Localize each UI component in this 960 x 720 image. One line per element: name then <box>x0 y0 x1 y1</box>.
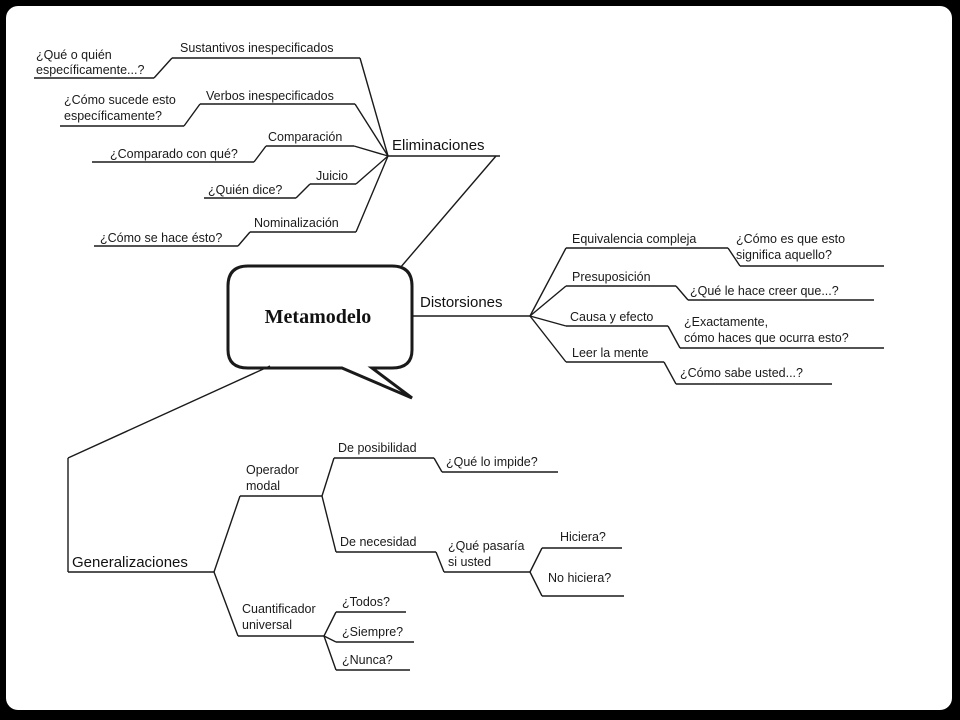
question-sustantivos-1: ¿Qué o quién <box>36 48 112 62</box>
question-verbos-2: específicamente? <box>64 109 162 123</box>
category-sustantivos: Sustantivos inespecificados <box>180 41 334 55</box>
question-comparacion: ¿Comparado con qué? <box>110 147 238 161</box>
question-verbos-1: ¿Cómo sucede esto <box>64 93 176 107</box>
question-leer-mente: ¿Cómo sabe usted...? <box>680 366 803 380</box>
eliminaciones-group: Eliminaciones Sustantivos inespecificado… <box>34 41 500 269</box>
category-juicio: Juicio <box>316 169 348 183</box>
question-presuposicion: ¿Qué le hace creer que...? <box>690 284 839 298</box>
necesidad-question-1: ¿Qué pasaría <box>448 539 524 553</box>
operador-modal-2: modal <box>246 479 280 493</box>
category-verbos: Verbos inespecificados <box>206 89 334 103</box>
center-bubble <box>226 264 414 400</box>
category-presuposicion: Presuposición <box>572 270 651 284</box>
necesidad-option-no-hiciera: No hiciera? <box>548 571 611 585</box>
generalizaciones-group: Generalizaciones Operador modal De posib… <box>67 365 624 671</box>
cuantificador-todos: ¿Todos? <box>342 595 390 609</box>
necesidad-question-2: si usted <box>448 555 491 569</box>
necesidad-label: De necesidad <box>340 535 416 549</box>
center-title: Metamodelo <box>265 306 372 328</box>
eliminaciones-label: Eliminaciones <box>392 137 485 154</box>
question-sustantivos-2: específicamente...? <box>36 63 144 77</box>
distorsiones-group: Distorsiones Equivalencia compleja ¿Cómo… <box>412 232 884 385</box>
category-comparacion: Comparación <box>268 130 342 144</box>
cuantificador-2: universal <box>242 618 292 632</box>
necesidad-option-hiciera: Hiciera? <box>560 530 606 544</box>
operador-modal-1: Operador <box>246 463 299 477</box>
question-causa-1: ¿Exactamente, <box>684 315 768 329</box>
question-equivalencia-2: significa aquello? <box>736 248 832 262</box>
generalizaciones-label: Generalizaciones <box>72 554 188 571</box>
question-causa-2: cómo haces que ocurra esto? <box>684 331 849 345</box>
metamodel-mind-map: Metamodelo Eliminaciones Sustantivos ine… <box>34 41 884 671</box>
distorsiones-label: Distorsiones <box>420 294 503 311</box>
slide: Metamodelo Eliminaciones Sustantivos ine… <box>6 6 952 710</box>
question-equivalencia-1: ¿Cómo es que esto <box>736 232 845 246</box>
question-nominalizacion: ¿Cómo se hace ésto? <box>100 231 222 245</box>
category-causa: Causa y efecto <box>570 310 653 324</box>
category-equivalencia: Equivalencia compleja <box>572 232 696 246</box>
cuantificador-nunca: ¿Nunca? <box>342 653 393 667</box>
posibilidad-label: De posibilidad <box>338 441 417 455</box>
cuantificador-siempre: ¿Siempre? <box>342 625 403 639</box>
question-juicio: ¿Quién dice? <box>208 183 282 197</box>
posibilidad-question: ¿Qué lo impide? <box>446 455 538 469</box>
category-nominalizacion: Nominalización <box>254 216 339 230</box>
cuantificador-1: Cuantificador <box>242 602 316 616</box>
category-leer-mente: Leer la mente <box>572 346 648 360</box>
